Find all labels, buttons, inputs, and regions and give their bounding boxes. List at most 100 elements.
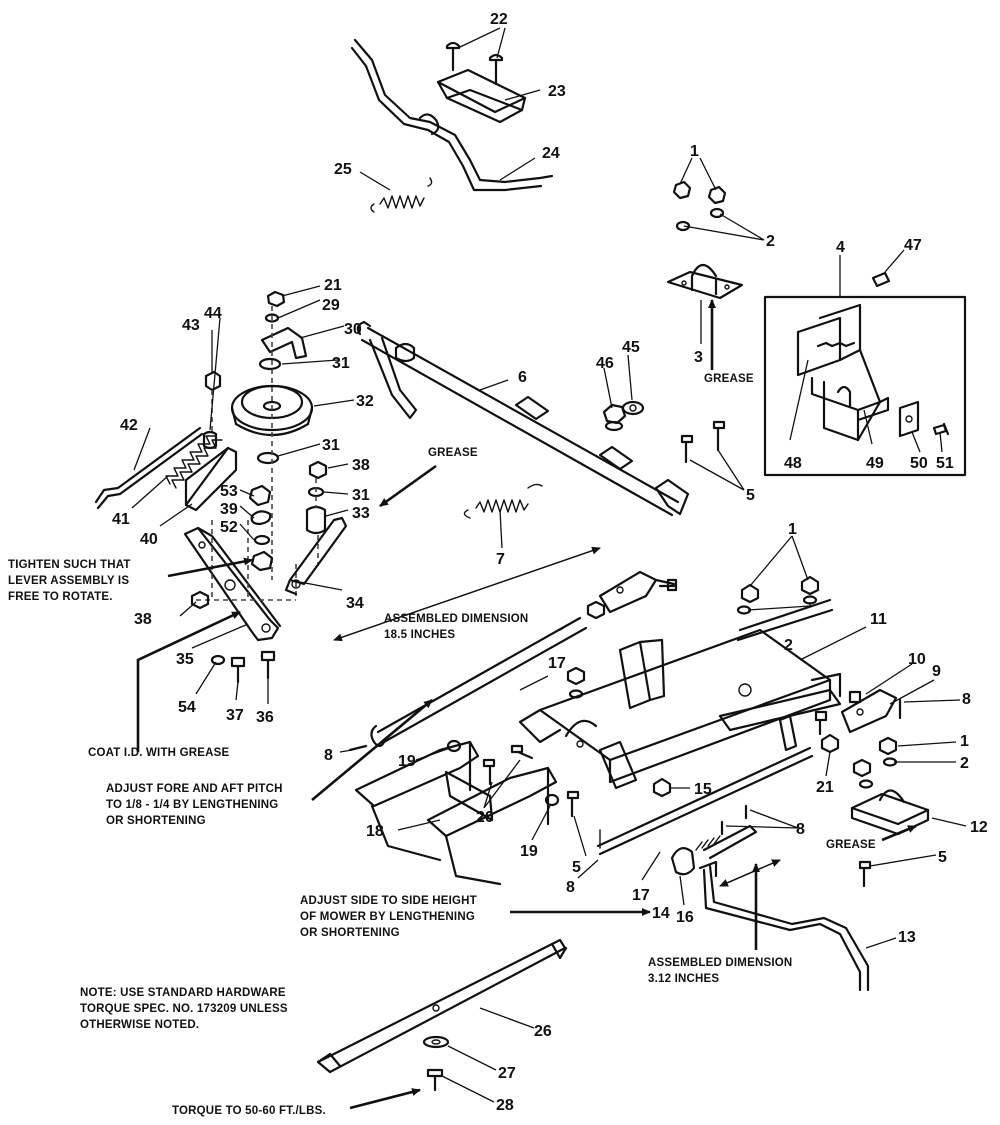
callout-39: 39 [220,501,238,518]
callout-8c: 8 [566,879,575,896]
rod-42 [94,426,204,510]
note-assembled-312-1: ASSEMBLED DIMENSION [648,957,792,969]
lever-35 [183,520,297,642]
washer-27 [422,1035,450,1049]
front-hanger-18 [354,740,558,886]
callout-31: 31 [332,355,350,372]
callout-45: 45 [622,339,640,356]
note-side-2: OF MOWER BY LENGTHENING [300,911,475,923]
callout-46: 46 [596,355,614,372]
callout-19b: 19 [520,843,538,860]
note-arrows [136,299,917,1110]
note-grease-12: GREASE [826,839,876,851]
spring-41 [165,435,223,489]
callout-2c: 2 [960,755,969,772]
callout-numbers: 22 23 24 25 1 2 3 4 47 48 49 50 51 45 46… [112,11,988,1114]
callout-43: 43 [182,317,200,334]
callout-52: 52 [220,519,238,536]
callout-7: 7 [496,551,505,568]
callout-44: 44 [204,305,222,322]
callout-8b: 8 [324,747,333,764]
note-hardware-2: TORQUE SPEC. NO. 173209 UNLESS [80,1003,288,1015]
callout-8: 8 [962,691,971,708]
washers-2-top [675,207,725,232]
blade-26 [316,938,568,1074]
nuts-1-top [672,180,727,205]
callout-30: 30 [344,321,362,338]
bolts-36-37-washer-54 [210,650,276,684]
hanger-bracket-11 [518,598,842,790]
callout-14: 14 [652,905,670,922]
bracket-40 [184,446,238,512]
rod-17-lower [596,746,814,856]
callout-33: 33 [352,505,370,522]
idler-arm-34 [284,516,348,596]
callout-31c: 31 [352,487,370,504]
callout-11: 11 [870,611,887,628]
callout-35: 35 [176,651,194,668]
callout-18: 18 [366,823,384,840]
callout-54: 54 [178,699,196,716]
callout-21: 21 [324,277,342,294]
detail-box-4 [763,271,967,477]
leader-lines [131,27,967,1103]
callout-41: 41 [112,511,130,528]
callout-4: 4 [836,239,845,256]
spacer-33-stack [305,460,328,566]
note-hardware-3: OTHERWISE NOTED. [80,1019,199,1031]
callout-50: 50 [910,455,928,472]
lift-arm-13 [698,860,870,992]
callout-16: 16 [676,909,694,926]
note-assembled-312-2: 3.12 INCHES [648,973,719,985]
callout-48: 48 [784,455,802,472]
callout-17b: 17 [632,887,650,904]
callout-2: 2 [766,233,775,250]
bearing-bracket-3 [666,263,744,300]
note-pitch-1: ADJUST FORE AND AFT PITCH [106,783,283,795]
callout-1b: 1 [788,521,797,538]
pins-8-lower [720,804,748,836]
nuts-1-washers-2-mid [736,575,820,615]
note-tighten-3: FREE TO ROTATE. [8,591,113,603]
callout-21b: 21 [816,779,834,796]
note-assembled-185-2: 18.5 INCHES [384,629,455,641]
extension-spring-25 [370,177,433,213]
callout-27: 27 [498,1065,516,1082]
bolts-22 [445,41,504,86]
bushings-19 [446,739,560,807]
callout-1: 1 [690,143,699,160]
callout-24: 24 [542,145,560,162]
callout-17: 17 [548,655,566,672]
callout-28: 28 [496,1097,514,1114]
callout-13: 13 [898,929,916,946]
bearing-12 [850,789,930,836]
callout-15: 15 [694,781,712,798]
callout-2b: 2 [784,637,793,654]
callout-9: 9 [932,663,941,680]
turnbuckle-16 [670,824,758,876]
text-notes: GREASE GREASE GREASE TIGHTEN SUCH THAT L… [8,373,876,1117]
nut-15 [652,777,672,798]
spring-7 [463,483,543,519]
nut-46 [602,403,627,432]
callout-8d: 8 [796,821,805,838]
note-side-1: ADJUST SIDE TO SIDE HEIGHT [300,895,477,907]
callout-22: 22 [490,11,508,28]
nut-45 [621,400,645,416]
bolt-5-mid [566,790,580,818]
callout-5c: 5 [572,859,581,876]
callout-51: 51 [936,455,954,472]
note-pitch-3: OR SHORTENING [106,815,206,827]
note-torque: TORQUE TO 50-60 FT./LBS. [172,1105,326,1117]
pin-8-left [348,744,368,752]
bolts-5-top [680,420,726,464]
callout-25: 25 [334,161,352,178]
callout-38b: 38 [134,611,152,628]
callout-20: 20 [476,809,494,826]
callout-40: 40 [140,531,158,548]
callout-1c: 1 [960,733,969,750]
callout-10: 10 [908,651,926,668]
callout-36: 36 [256,709,274,726]
